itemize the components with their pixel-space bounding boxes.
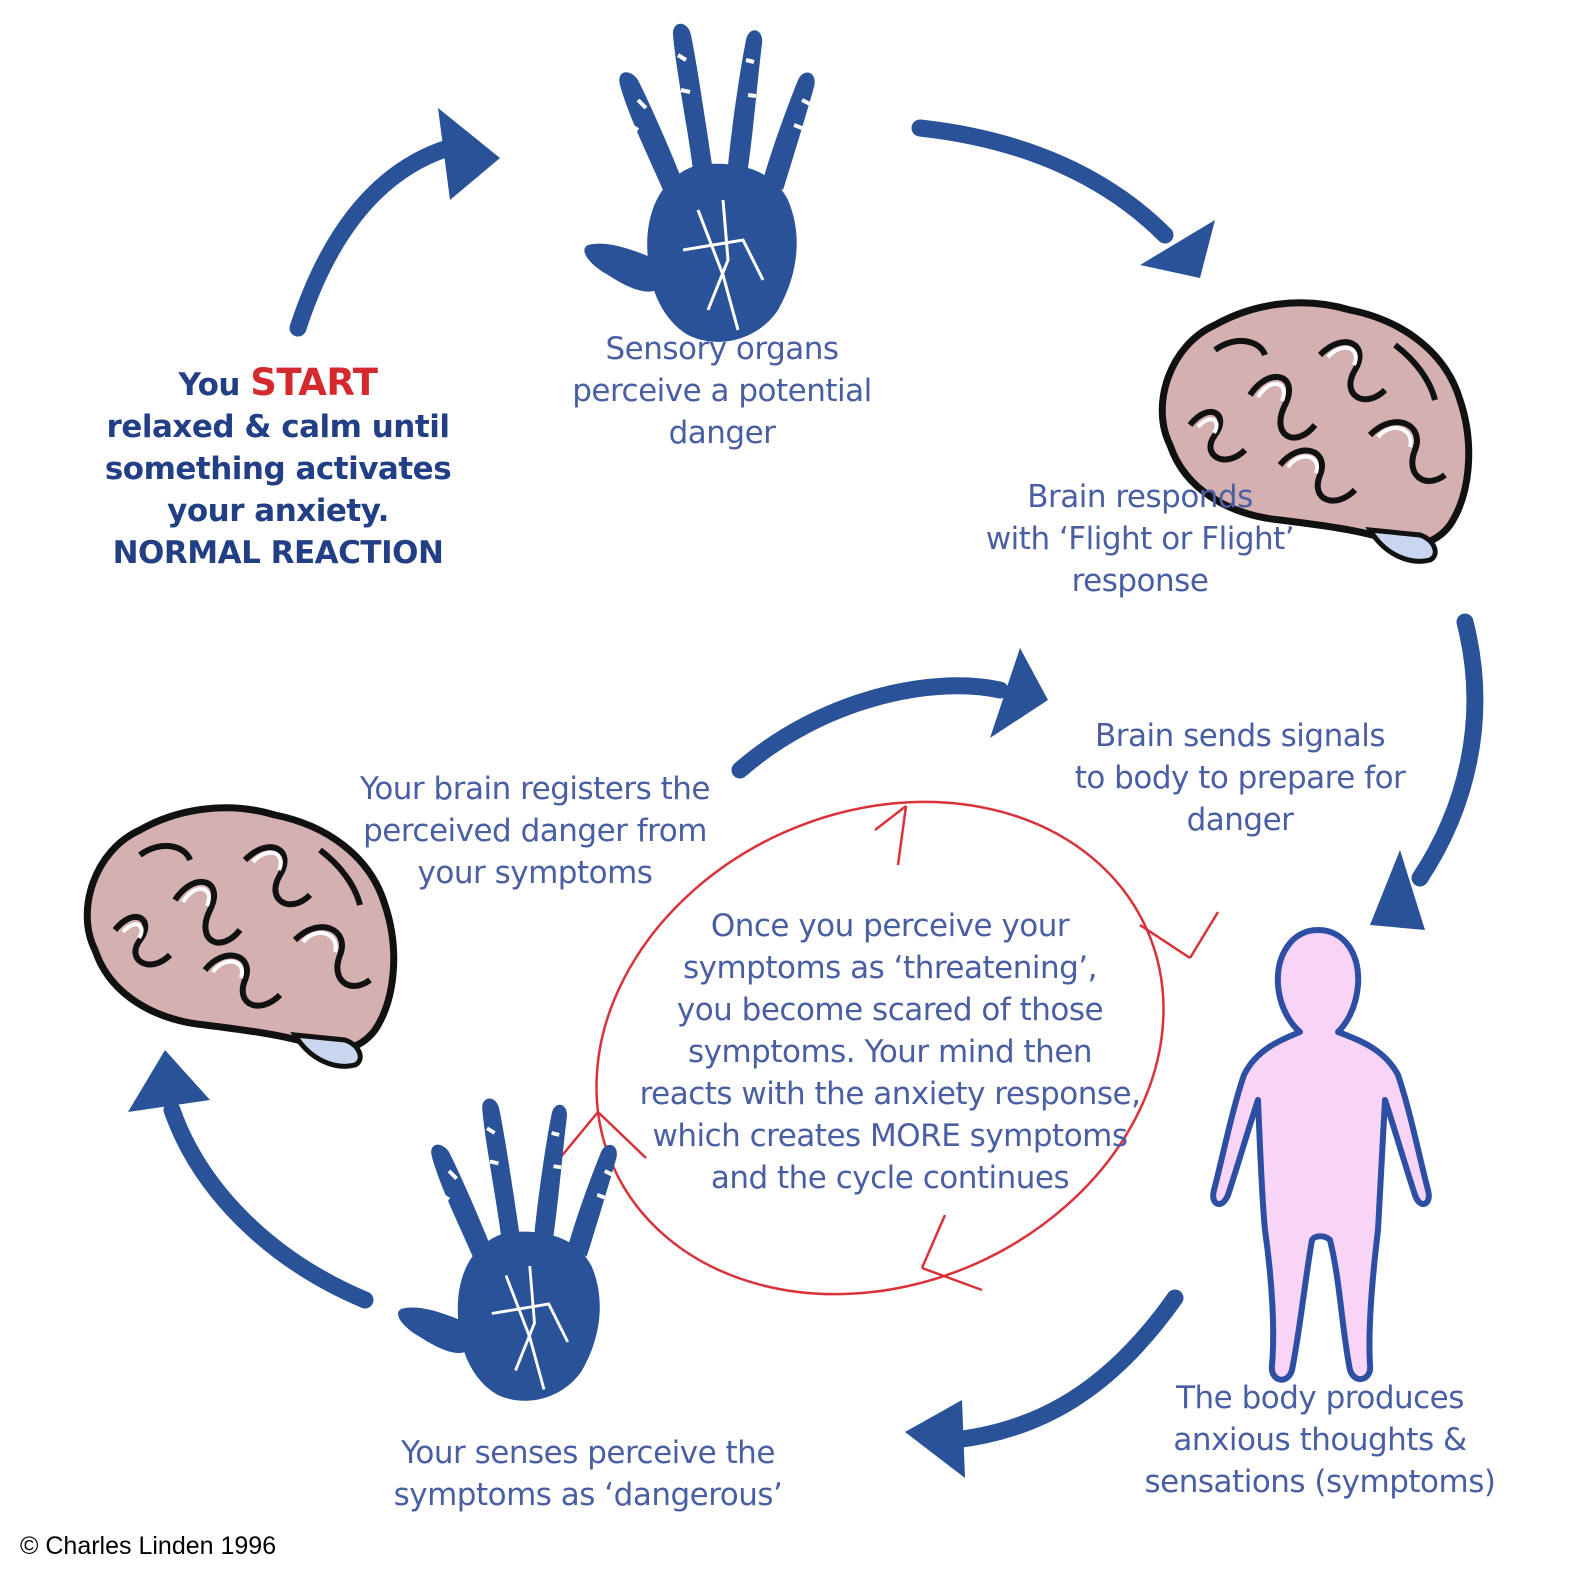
step-body-produces: The body produces anxious thoughts & sen… — [1120, 1377, 1520, 1503]
text-line: to body to prepare for — [1074, 760, 1406, 796]
curved-arrow-icon — [289, 108, 500, 337]
curved-arrow-icon — [1370, 613, 1484, 930]
hand-icon — [582, 21, 817, 344]
curved-arrow-icon — [905, 1289, 1184, 1478]
text-line: perceived danger from — [363, 813, 707, 849]
step-senses-perceive: Your senses perceive the symptoms as ‘da… — [378, 1432, 798, 1516]
hand-icon — [396, 1096, 619, 1403]
text-line: with ‘Flight or Flight’ — [985, 521, 1295, 557]
text-line: perceive a potential — [572, 373, 872, 409]
curved-arrow-icon — [128, 1050, 374, 1309]
start-line-5: NORMAL REACTION — [112, 535, 444, 571]
start-description: You START relaxed & calm until something… — [88, 362, 468, 574]
text-line: and the cycle continues — [710, 1160, 1070, 1196]
curved-arrow-icon — [731, 648, 1048, 779]
copyright-notice: © Charles Linden 1996 — [20, 1532, 277, 1560]
text-line: The body produces — [1176, 1380, 1464, 1416]
step-brain-registers: Your brain registers the perceived dange… — [335, 768, 735, 894]
text-line: Once you perceive your — [710, 908, 1070, 944]
start-prefix: You — [178, 367, 251, 403]
start-line-3: something activates — [104, 451, 452, 487]
text-line: danger — [1186, 802, 1294, 838]
start-line-4: your anxiety. — [167, 493, 389, 529]
step-sensory-organs: Sensory organs perceive a potential dang… — [522, 328, 922, 454]
start-highlight: START — [250, 361, 378, 404]
text-line: Your brain registers the — [360, 771, 711, 807]
text-line: your symptoms — [417, 855, 653, 891]
step-brain-responds: Brain responds with ‘Flight or Flight’ r… — [960, 476, 1320, 602]
text-line: sensations (symptoms) — [1144, 1464, 1496, 1500]
text-line: danger — [668, 415, 776, 451]
text-line: Sensory organs — [605, 331, 839, 367]
text-line: response — [1071, 563, 1209, 599]
text-line: you become scared of those — [676, 992, 1104, 1028]
text-line: Brain sends signals — [1094, 718, 1386, 754]
curved-arrow-icon — [911, 119, 1215, 278]
text-line: reacts with the anxiety response, — [639, 1076, 1141, 1112]
text-line: symptoms as ‘dangerous’ — [393, 1477, 783, 1513]
text-line: anxious thoughts & — [1173, 1422, 1467, 1458]
text-line: which creates MORE symptoms — [652, 1118, 1128, 1154]
text-line: Brain responds — [1027, 479, 1253, 515]
inner-cycle-text: Once you perceive your symptoms as ‘thre… — [620, 905, 1160, 1199]
text-line: symptoms. Your mind then — [687, 1034, 1093, 1070]
human-body-icon — [1210, 927, 1432, 1383]
text-line: symptoms as ‘threatening’, — [682, 950, 1098, 986]
text-line: Your senses perceive the — [401, 1435, 775, 1471]
start-line-2: relaxed & calm until — [106, 409, 450, 445]
step-brain-sends-signals: Brain sends signals to body to prepare f… — [1050, 715, 1430, 841]
